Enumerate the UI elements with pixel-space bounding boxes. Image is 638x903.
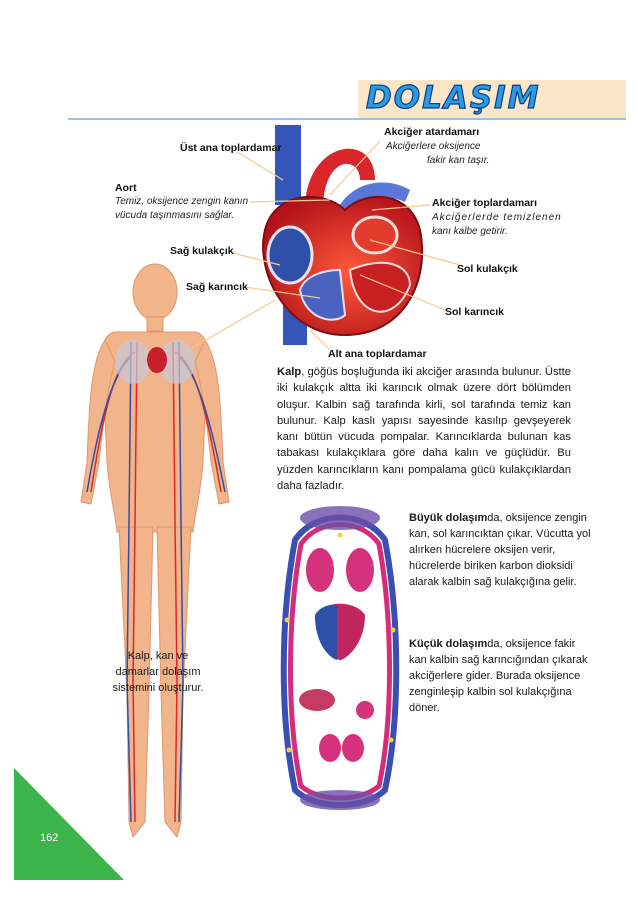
- label-sag-karincik: Sağ karıncık: [186, 281, 248, 293]
- aort-desc-2: vücuda taşınmasını sağlar.: [115, 210, 235, 221]
- akciger-toplardamari-desc-1: Akciğerlerde temizlenen: [432, 212, 562, 223]
- main-paragraph-lead: Kalp: [277, 366, 302, 378]
- heart-illustration: [262, 125, 424, 345]
- corner-triangle: [14, 768, 124, 880]
- akciger-atardamari-desc-1: Akciğerlere oksijence: [386, 141, 481, 152]
- main-paragraph: Kalp, göğüs boşluğunda iki akciğer arası…: [277, 364, 571, 494]
- header-rule: [68, 118, 626, 120]
- buyuk-dolasim-lead: Büyük dolaşım: [409, 512, 488, 524]
- header-band: [358, 80, 626, 118]
- label-ust-ana-toplardamar: Üst ana toplardamar: [180, 142, 282, 154]
- page-title: DOLAŞIM: [365, 79, 541, 116]
- superior-vena-cava-shape: [275, 125, 301, 205]
- buyuk-dolasim-text: da, oksijence zengin kan, sol karıncıkta…: [409, 512, 591, 588]
- label-aort: Aort: [115, 182, 137, 194]
- label-sol-kulakcik: Sol kulakçık: [457, 263, 518, 275]
- label-alt-ana-toplardamar: Alt ana toplardamar: [328, 348, 427, 360]
- label-akciger-toplardamari: Akciğer toplardamarı: [432, 197, 538, 209]
- label-sol-karincik: Sol karıncık: [445, 306, 504, 318]
- body-caption-line-2: damarlar dolaşım: [115, 666, 201, 678]
- kucuk-dolasim-paragraph: Küçük dolaşımda, oksijence fakir kan kal…: [409, 636, 594, 716]
- human-body-illustration: [80, 263, 230, 839]
- akciger-atardamari-desc-2: fakir kan taşır.: [427, 155, 490, 166]
- aort-desc-1: Temiz, oksijence zengin kanın: [115, 196, 249, 207]
- label-sag-kulakcik: Sağ kulakçık: [170, 245, 234, 257]
- body-caption-line-1: Kalp, kan ve: [127, 650, 189, 662]
- label-akciger-atardamari: Akciğer atardamarı: [384, 126, 480, 138]
- left-ventricle-shape: [348, 261, 412, 313]
- body-caption-line-3: sistemini oluşturur.: [112, 682, 204, 694]
- buyuk-dolasim-paragraph: Büyük dolaşımda, oksijence zengin kan, s…: [409, 510, 594, 590]
- body-caption: Kalp, kan ve damarlar dolaşım sistemini …: [88, 648, 228, 696]
- kucuk-dolasim-lead: Küçük dolaşım: [409, 638, 488, 650]
- akciger-toplardamari-desc-2: kanı kalbe getirir.: [432, 226, 508, 237]
- pulmonary-artery-shape: [330, 182, 410, 235]
- circulation-diagram: [280, 506, 400, 810]
- kucuk-dolasim-text: da, oksijence fakir kan kalbin sağ karın…: [409, 638, 588, 714]
- right-atrium-shape: [266, 225, 314, 285]
- right-ventricle-shape: [298, 268, 347, 321]
- aortic-arch-shape: [305, 148, 375, 210]
- page-number: 162: [40, 832, 59, 844]
- main-paragraph-text: , göğüs boşluğunda iki akciğer arasında …: [277, 366, 571, 493]
